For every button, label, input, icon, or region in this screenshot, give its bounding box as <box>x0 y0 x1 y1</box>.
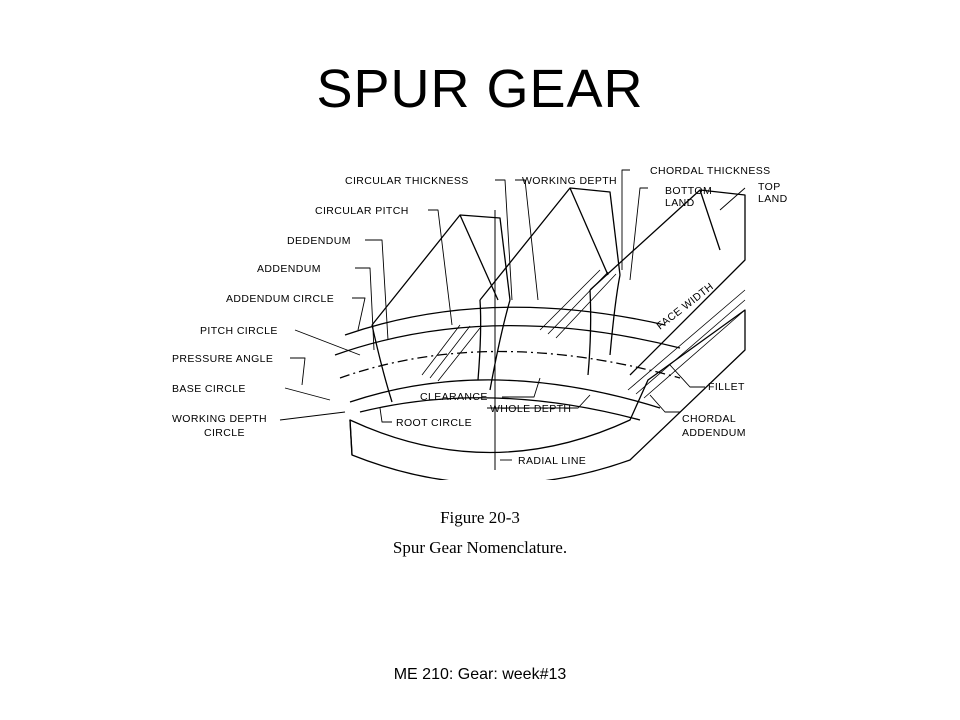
label-chordal-addendum: ADDENDUM <box>682 427 746 439</box>
label-circular-pitch: CIRCULAR PITCH <box>315 205 409 217</box>
label-top-land: LAND <box>758 193 788 205</box>
label-top: TOP <box>758 181 781 193</box>
base-circle-arc <box>339 350 681 379</box>
slide-title: SPUR GEAR <box>316 59 644 119</box>
tooth-3-top <box>589 189 746 376</box>
label-whole-depth: WHOLE DEPTH <box>490 403 571 415</box>
label-bottom: BOTTOM <box>665 185 712 197</box>
working-depth-circle-arc <box>349 379 661 409</box>
label-working-depth-circle-2: CIRCLE <box>204 427 245 439</box>
gear-outline <box>279 169 746 480</box>
addendum-circle-arc <box>344 306 666 336</box>
slide-footer: ME 210: Gear: week#13 <box>393 666 567 683</box>
label-working-depth-circle: WORKING DEPTH <box>172 413 267 425</box>
label-base-circle: BASE CIRCLE <box>172 383 246 395</box>
tooth-2-top <box>479 187 621 301</box>
label-addendum: ADDENDUM <box>257 263 321 275</box>
label-pressure-angle: PRESSURE ANGLE <box>172 353 273 365</box>
figure-caption: Spur Gear Nomenclature. <box>392 538 568 557</box>
label-radial-line: RADIAL LINE <box>518 455 586 467</box>
label-face-width: FACE WIDTH <box>654 281 716 333</box>
label-working-depth: WORKING DEPTH <box>522 175 617 187</box>
tooth-1-top <box>371 214 511 326</box>
label-bottom-land: LAND <box>665 197 695 209</box>
label-chordal: CHORDAL <box>682 413 736 425</box>
gear-rim <box>349 309 746 480</box>
label-chordal-thickness: CHORDAL THICKNESS <box>650 165 771 177</box>
label-pitch-circle: PITCH CIRCLE <box>200 325 278 337</box>
spur-gear-drawing: CIRCULAR THICKNESS WORKING DEPTH CHORDAL… <box>172 165 788 480</box>
label-clearance: CLEARANCE <box>420 391 488 403</box>
label-addendum-circle: ADDENDUM CIRCLE <box>226 293 334 305</box>
spur-gear-diagram: CIRCULAR THICKNESS WORKING DEPTH CHORDAL… <box>160 150 800 480</box>
label-circular-thickness: CIRCULAR THICKNESS <box>345 175 469 187</box>
leader-lines <box>279 169 746 461</box>
pitch-circle-arc <box>334 324 681 356</box>
label-root-circle: ROOT CIRCLE <box>396 417 472 429</box>
figure-number: Figure 20-3 <box>440 508 520 527</box>
label-fillet: FILLET <box>708 381 745 393</box>
label-dedendum: DEDENDUM <box>287 235 351 247</box>
labels: CIRCULAR THICKNESS WORKING DEPTH CHORDAL… <box>172 165 788 467</box>
